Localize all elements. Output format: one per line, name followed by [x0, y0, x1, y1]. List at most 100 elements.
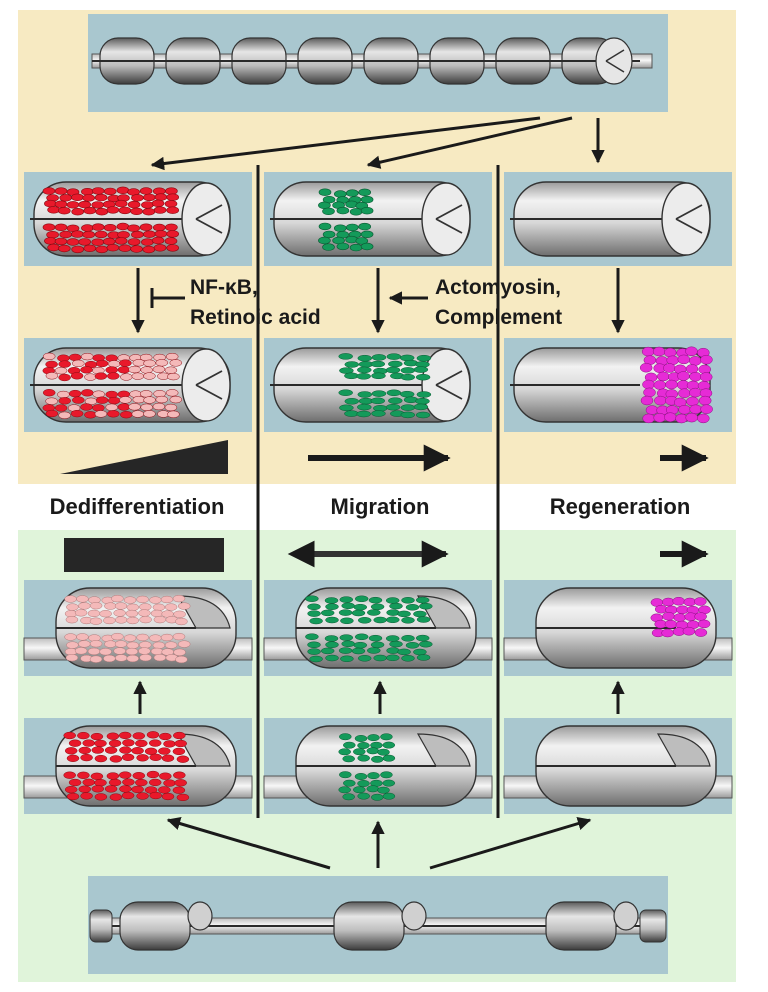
- cell: [149, 791, 162, 800]
- cell: [91, 785, 105, 793]
- svg-text:Complement: Complement: [435, 306, 562, 329]
- cell: [357, 792, 370, 800]
- cell: [117, 231, 130, 239]
- cell: [385, 635, 400, 642]
- cell: [91, 223, 105, 231]
- cell: [71, 208, 84, 216]
- cell: [307, 603, 321, 611]
- cell: [373, 654, 387, 662]
- cell: [95, 359, 109, 368]
- cell: [641, 346, 655, 357]
- cell: [358, 222, 372, 231]
- cell: [90, 732, 104, 741]
- cell: [371, 410, 386, 417]
- cell: [106, 732, 120, 740]
- cell: [78, 200, 91, 209]
- cell: [44, 237, 57, 245]
- title-migration: Migration: [331, 494, 430, 519]
- cell: [94, 193, 108, 202]
- cell: [368, 596, 383, 604]
- cell: [150, 647, 164, 656]
- cell: [324, 597, 339, 604]
- cell: [71, 193, 84, 202]
- cell: [103, 654, 116, 663]
- cell: [82, 778, 95, 786]
- cell: [678, 404, 691, 415]
- cell: [339, 404, 354, 412]
- cell: [111, 632, 124, 641]
- cell: [122, 739, 135, 747]
- cell: [172, 594, 186, 603]
- cell: [343, 779, 356, 787]
- cell: [344, 372, 359, 380]
- cell: [143, 396, 156, 404]
- cell: [94, 372, 108, 380]
- cell: [140, 403, 153, 411]
- cell: [416, 354, 432, 362]
- cell: [68, 778, 82, 787]
- cell: [54, 223, 68, 232]
- cell: [165, 352, 179, 361]
- cell: [102, 237, 116, 246]
- cell: [89, 617, 103, 625]
- cell: [58, 397, 71, 405]
- cell: [341, 602, 355, 610]
- cell: [357, 617, 372, 624]
- cell: [682, 626, 696, 636]
- cell: [64, 747, 78, 755]
- cell: [114, 602, 128, 610]
- cell: [45, 409, 59, 418]
- cell: [415, 373, 431, 381]
- cell: [164, 237, 178, 245]
- cell: [419, 640, 433, 648]
- cell: [139, 390, 153, 398]
- cell: [344, 410, 359, 417]
- cell: [92, 404, 105, 412]
- cell: [122, 778, 135, 786]
- cell: [78, 640, 91, 648]
- cell: [385, 366, 401, 374]
- panel-dedifferentiation-bottom-early: [23, 718, 253, 814]
- cell: [131, 410, 145, 418]
- cell: [324, 635, 339, 642]
- cell: [165, 187, 178, 195]
- cell: [380, 733, 393, 741]
- bar-icon: [64, 538, 224, 572]
- cell: [338, 609, 353, 616]
- cell: [382, 792, 396, 800]
- cell: [152, 365, 166, 373]
- cell: [58, 207, 71, 215]
- cell: [94, 779, 107, 787]
- cell: [114, 199, 128, 208]
- cell: [416, 616, 431, 623]
- cell: [78, 785, 92, 793]
- cell: [160, 595, 174, 604]
- cell: [141, 201, 154, 209]
- panel-migration-progressed: [264, 338, 492, 432]
- cell: [652, 346, 666, 357]
- cell: [685, 346, 698, 357]
- driver-label: Actomyosin, Complement: [435, 276, 562, 329]
- cell: [95, 245, 109, 254]
- cell: [121, 753, 135, 761]
- cell: [90, 772, 104, 780]
- cell: [354, 633, 369, 641]
- cell: [386, 616, 400, 624]
- cell: [415, 596, 430, 604]
- cell: [322, 230, 336, 239]
- cell: [307, 641, 321, 649]
- cell: [662, 611, 675, 621]
- cell: [689, 404, 702, 415]
- cell: [333, 224, 347, 232]
- cell: [108, 778, 122, 787]
- cell: [167, 372, 180, 381]
- cell: [106, 206, 120, 214]
- cell: [131, 194, 144, 202]
- cell: [164, 641, 178, 649]
- cell: [154, 230, 168, 238]
- cell: [103, 616, 116, 625]
- title-dedifferentiation: Dedifferentiation: [50, 494, 225, 519]
- cell: [141, 238, 154, 246]
- panel-migration-initial: [264, 172, 492, 266]
- cell: [382, 779, 396, 787]
